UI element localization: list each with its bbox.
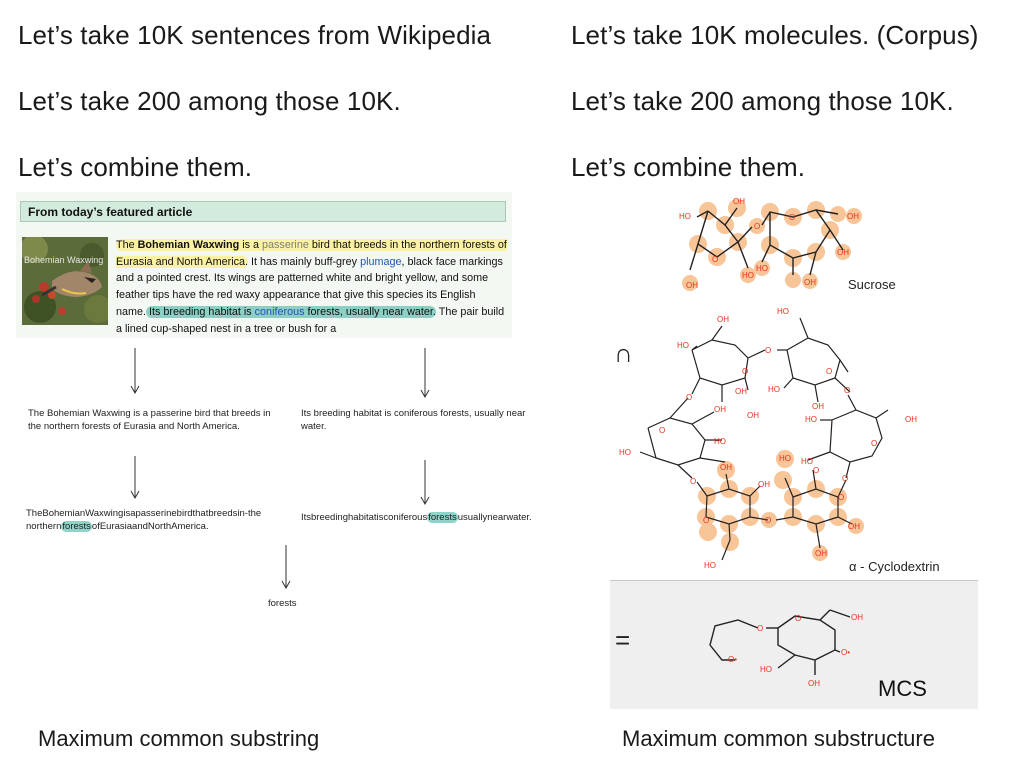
svg-text:O: O — [659, 426, 665, 435]
extracted-sentence-1: The Bohemian Waxwing is a passerine bird… — [28, 408, 271, 432]
svg-text:O: O — [842, 474, 848, 483]
svg-text:OH: OH — [758, 480, 770, 489]
svg-text:OH: OH — [905, 415, 917, 424]
passerine-link[interactable]: passerine — [262, 239, 309, 251]
svg-text:HO: HO — [768, 385, 780, 394]
svg-text:O: O — [690, 477, 696, 486]
svg-text:OH: OH — [847, 212, 859, 221]
svg-text:HO: HO — [677, 341, 689, 350]
equals-symbol: = — [615, 625, 631, 655]
svg-text:O: O — [742, 367, 748, 376]
joined-sentence-1: TheBohemianWaxwingisapasserinebirdthatbr… — [26, 508, 262, 532]
svg-text:OH: OH — [686, 281, 698, 290]
svg-text:OH: OH — [815, 549, 827, 558]
right-line-2: Let’s take 200 among those 10K. — [571, 86, 954, 116]
svg-text:HO: HO — [679, 212, 691, 221]
left-line-2: Let’s take 200 among those 10K. — [18, 86, 401, 116]
svg-text:OH: OH — [837, 248, 849, 257]
left-line-3: Let’s combine them. — [18, 152, 253, 182]
svg-text:HO: HO — [805, 415, 817, 424]
svg-text:OH: OH — [812, 402, 824, 411]
intersection-symbol: ∩ — [614, 338, 633, 368]
svg-text:HO: HO — [779, 454, 791, 463]
right-line-3: Let’s combine them. — [571, 152, 806, 182]
svg-text:O: O — [765, 346, 771, 355]
svg-text:OH: OH — [735, 387, 747, 396]
left-line-1: Let’s take 10K sentences from Wikipedia — [18, 20, 492, 50]
bold-title: Bohemian Waxwing — [137, 239, 240, 251]
svg-text:O: O — [838, 493, 844, 502]
svg-text:O: O — [789, 213, 795, 222]
featured-article-header: From today’s featured article — [20, 201, 506, 222]
svg-text:OH: OH — [804, 278, 816, 287]
svg-text:OH: OH — [717, 315, 729, 324]
svg-text:O: O — [712, 255, 718, 264]
svg-text:HO: HO — [756, 264, 768, 273]
svg-text:OH: OH — [714, 405, 726, 414]
common-substring-highlight-2: forests — [427, 512, 458, 523]
sucrose-label: Sucrose — [848, 277, 896, 292]
svg-text:OH: OH — [848, 522, 860, 531]
mcs-label: MCS — [878, 676, 927, 701]
svg-text:O: O — [813, 466, 819, 475]
svg-text:HO: HO — [777, 307, 789, 316]
svg-text:O: O — [686, 393, 692, 402]
extracted-sentence-2: Its breeding habitat is coniferous fores… — [301, 408, 526, 432]
svg-text:O: O — [703, 516, 709, 525]
caption-left: Maximum common substring — [38, 726, 320, 751]
plumage-link[interactable]: plumage — [360, 255, 402, 268]
featured-article-text: The Bohemian Waxwing is a passerine bird… — [116, 239, 507, 335]
coniferous-link[interactable]: coniferous — [254, 305, 305, 318]
common-substring-highlight-1: forests — [61, 520, 92, 532]
svg-text:HO: HO — [742, 271, 754, 280]
right-line-1: Let’s take 10K molecules. (Corpus) — [571, 20, 979, 50]
svg-text:HO: HO — [619, 448, 631, 457]
svg-text:OH: OH — [733, 197, 745, 206]
waxwing-bird-photo: Bohemian Waxwing — [22, 237, 108, 325]
wikipedia-featured-article: From today’s featured article Bohemian W… — [16, 192, 512, 338]
svg-text:HO: HO — [704, 561, 716, 570]
svg-text:OH: OH — [747, 411, 759, 420]
svg-text:O: O — [871, 439, 877, 448]
svg-text:O: O — [754, 222, 760, 231]
photo-overlay-text: Bohemian Waxwing — [24, 255, 104, 265]
svg-text:O: O — [826, 367, 832, 376]
svg-text:OH: OH — [720, 463, 732, 472]
highlight-sentence-2: Its breeding habitat is coniferous fores… — [146, 305, 436, 318]
svg-text:O: O — [765, 516, 771, 525]
svg-text:HO: HO — [801, 457, 813, 466]
cyclodextrin-label: α - Cyclodextrin — [849, 559, 940, 574]
svg-text:HO: HO — [714, 437, 726, 446]
caption-right: Maximum common substructure — [622, 726, 935, 751]
result-substring: forests — [268, 598, 297, 609]
svg-text:O: O — [844, 386, 850, 395]
joined-sentence-2: Itsbreedinghabitatisconiferousforestsusu… — [301, 512, 532, 523]
